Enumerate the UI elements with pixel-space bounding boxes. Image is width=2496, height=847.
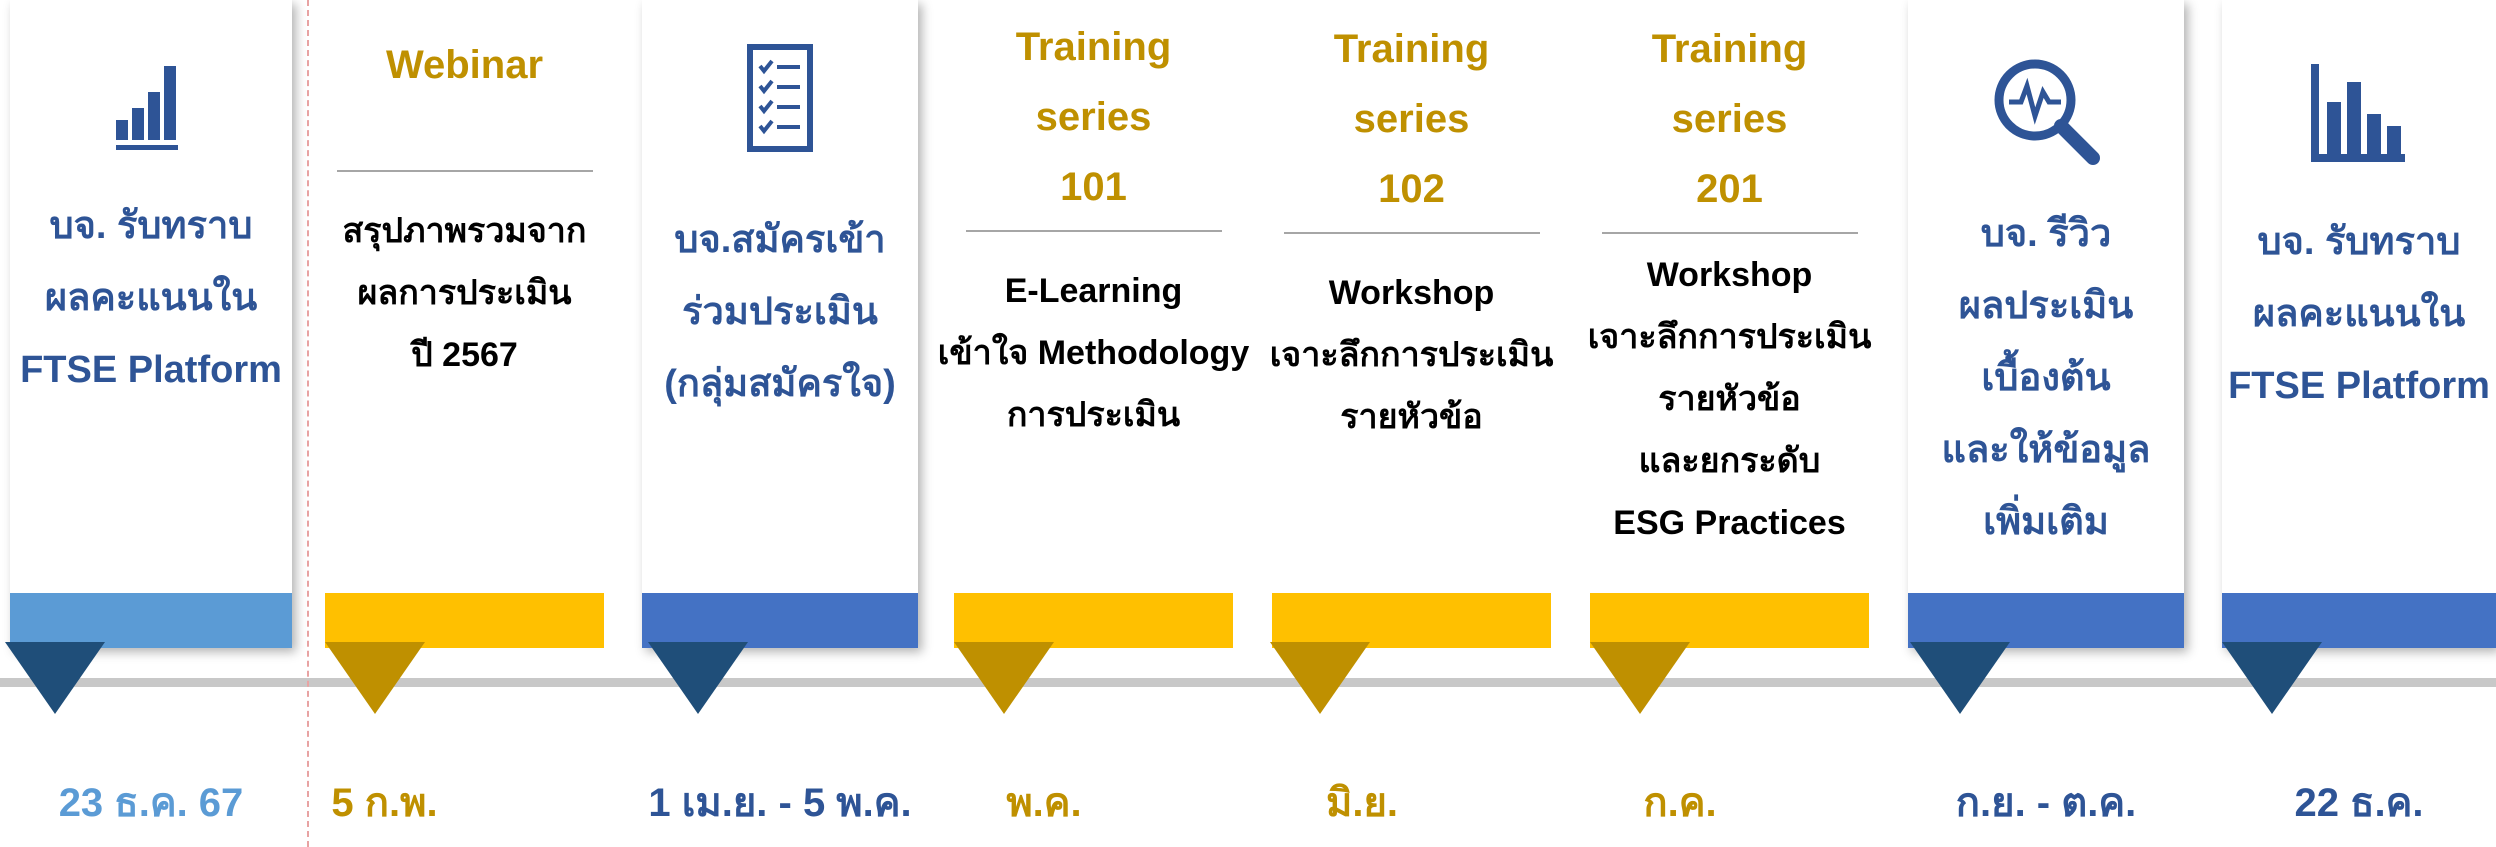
step-title: 201 [1696, 167, 1763, 211]
step-text-line: ผลประเมิน [1958, 285, 2134, 327]
step-text-line: ผลคะแนนใน [44, 277, 258, 319]
step-pointer [5, 642, 105, 714]
step-text-line: บจ.สมัครเข้า [674, 219, 886, 261]
step-body-line: เจาะลึกการประเมิน [1587, 318, 1872, 356]
step-text-line: FTSE Platform [20, 349, 282, 391]
step-body-line: E-Learning [1004, 272, 1183, 310]
step-text-line: ผลคะแนนใน [2252, 293, 2466, 335]
step-date: 1 เม.ย. - 5 พ.ค. [648, 781, 912, 825]
step-body-line: เจาะลึกการประเมิน [1269, 336, 1554, 374]
step-pointer [1590, 642, 1690, 714]
separator-line [965, 230, 1222, 232]
step-color-bar [2222, 593, 2496, 648]
step-title: Webinar [385, 43, 544, 87]
step-pointer [2222, 642, 2322, 714]
step-title: series [1035, 95, 1152, 139]
step-color-bar [1590, 593, 1869, 648]
step-title: 102 [1378, 167, 1445, 211]
step-text-line: บจ. รีวิว [1980, 213, 2112, 255]
step-body-line: ปี 2567 [411, 336, 518, 374]
step-card-6: Training series 201 Workshop เจาะลึกการป… [1587, 0, 1872, 648]
step-date: ก.ค. [1643, 781, 1717, 825]
step-body-line: รายหัวข้อ [1340, 398, 1483, 436]
step-pointer [954, 642, 1054, 714]
step-body-line: Workshop [1646, 256, 1813, 294]
step-date: ก.ย. - ต.ค. [1955, 781, 2137, 825]
step-color-bar [1908, 593, 2184, 648]
bar-chart-2-icon [2309, 62, 2409, 166]
step-card-8: บจ. รับทราบ ผลคะแนนใน FTSE Platform [2222, 0, 2496, 648]
step-date: มิ.ย. [1325, 781, 1399, 825]
step-card-2: Webinar สรุปภาพรวมจาก ผลการประเมิน ปี 25… [325, 0, 604, 648]
step-text-line: บจ. รับทราบ [2257, 221, 2461, 263]
step-text-line: เพิ่มเติม [1983, 501, 2109, 543]
step-card-4: Training series 101 E-Learning เข้าใจ Me… [938, 0, 1249, 648]
step-color-bar [325, 593, 604, 648]
step-card-7: บจ. รีวิว ผลประเมิน เบื้องต้น และให้ข้อม… [1908, 0, 2184, 648]
step-text-line: เบื้องต้น [1981, 357, 2111, 399]
step-body-line: ผลการประเมิน [357, 274, 572, 312]
step-body-line: ESG Practices [1613, 504, 1846, 542]
magnifier-pulse-icon [1991, 56, 2101, 166]
separator-line [1283, 232, 1540, 234]
step-pointer [1910, 642, 2010, 714]
step-text-line: (กลุ่มสมัครใจ) [664, 363, 896, 405]
step-title: Training [1651, 27, 1808, 71]
step-title: Training [1015, 25, 1172, 69]
step-body-line: การประเมิน [1006, 396, 1181, 434]
step-color-bar [642, 593, 918, 648]
step-pointer [1270, 642, 1370, 714]
step-body-line: Workshop [1328, 274, 1495, 312]
dashed-divider [307, 0, 309, 847]
step-date: 22 ธ.ค. [2294, 781, 2424, 825]
step-card-5: Training series 102 Workshop เจาะลึกการป… [1269, 0, 1554, 648]
step-date: 23 ธ.ค. 67 [58, 781, 244, 825]
separator-line [336, 170, 593, 172]
step-body-line: และยกระดับ [1638, 442, 1821, 480]
step-body-line: รายหัวข้อ [1658, 380, 1801, 418]
step-text-line: ร่วมประเมิน [682, 291, 878, 333]
step-body-line: สรุปภาพรวมจาก [342, 212, 587, 250]
step-title: Training [1333, 27, 1490, 71]
step-card-1: บจ. รับทราบ ผลคะแนนใน FTSE Platform [10, 0, 292, 648]
step-pointer [648, 642, 748, 714]
step-text-line: และให้ข้อมูล [1941, 429, 2151, 471]
step-text-line: บจ. รับทราบ [49, 205, 253, 247]
step-color-bar [954, 593, 1233, 648]
step-card-3: บจ.สมัครเข้า ร่วมประเมิน (กลุ่มสมัครใจ) [642, 0, 918, 648]
step-date: 5 ก.พ. [331, 781, 438, 825]
timeline-line [0, 678, 2496, 687]
step-title: 101 [1060, 165, 1127, 209]
bar-chart-icon [116, 58, 186, 154]
step-color-bar [1272, 593, 1551, 648]
checklist-icon [747, 44, 813, 152]
step-body-line: เข้าใจ Methodology [937, 334, 1250, 372]
step-text-line: FTSE Platform [2228, 365, 2490, 407]
step-date: พ.ค. [1006, 781, 1082, 825]
step-pointer [325, 642, 425, 714]
step-title: series [1671, 97, 1788, 141]
step-color-bar [10, 593, 292, 648]
step-title: series [1353, 97, 1470, 141]
separator-line [1601, 232, 1858, 234]
